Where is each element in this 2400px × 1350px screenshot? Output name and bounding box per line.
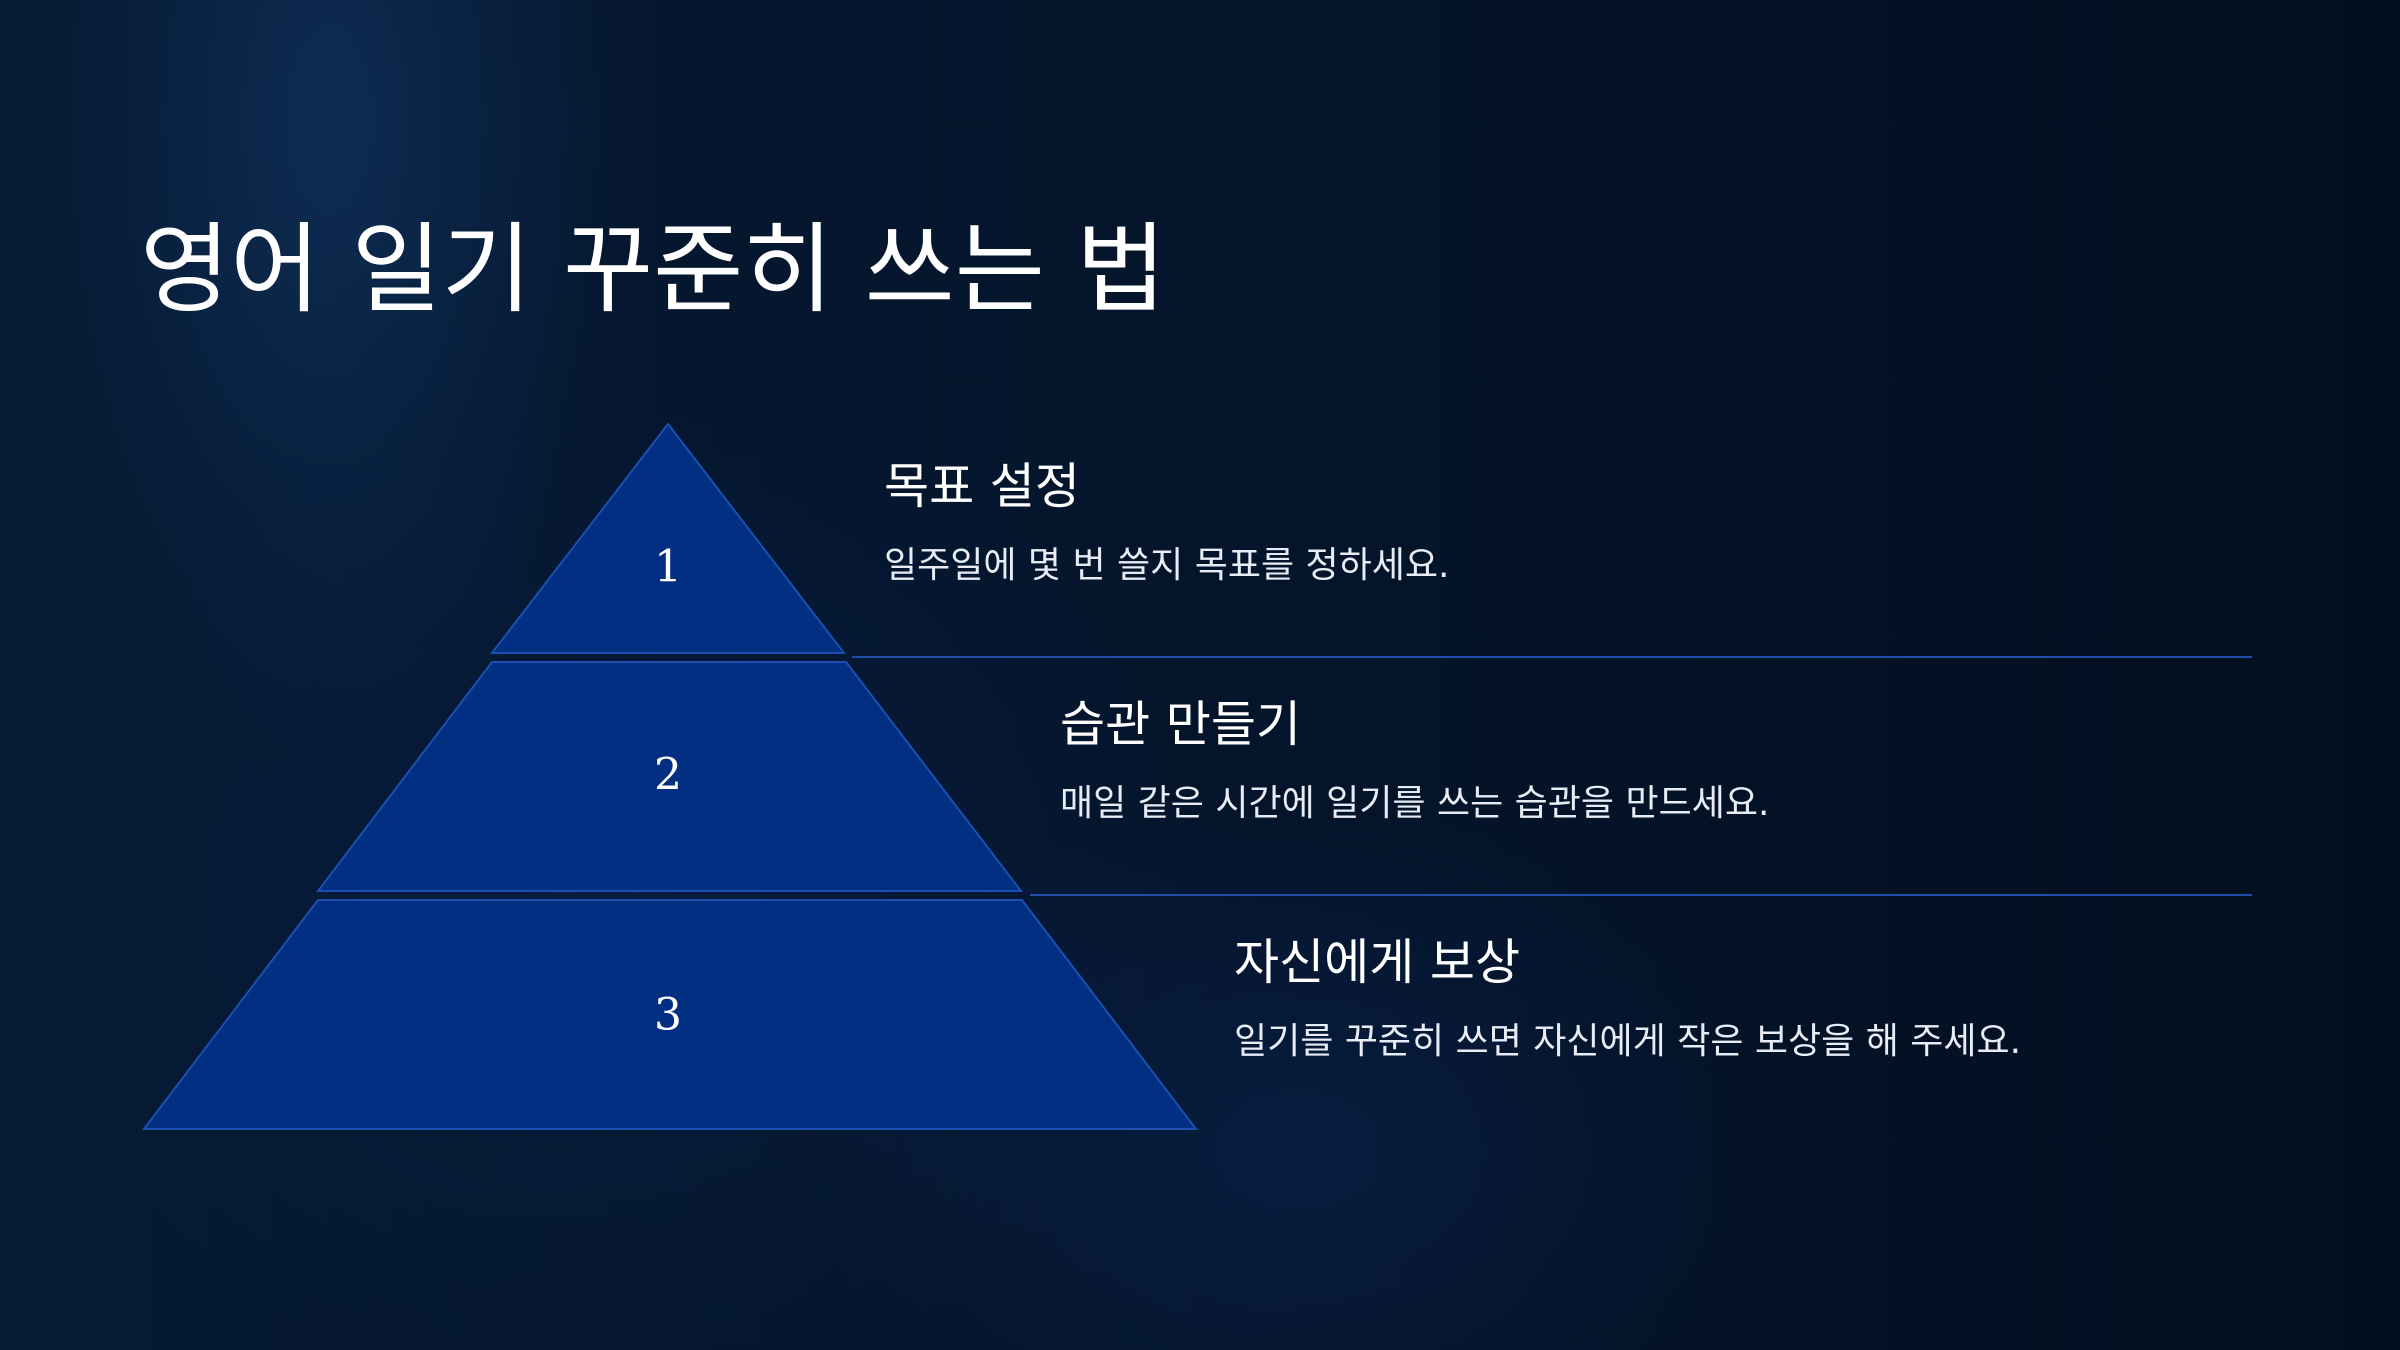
step-description: 일기를 꾸준히 쓰면 자신에게 작은 보상을 해 주세요.	[1234, 1020, 2022, 1062]
tier-number-1: 1	[654, 542, 682, 593]
step-1: 목표 설정 일주일에 몇 번 쓸지 목표를 정하세요.	[884, 455, 1449, 591]
step-heading: 자신에게 보상	[1234, 934, 1521, 991]
step-3: 자신에게 보상 일기를 꾸준히 쓰면 자신에게 작은 보상을 해 주세요.	[1234, 931, 2021, 1067]
tier-number-2: 2	[654, 750, 682, 801]
pyramid-tier-3	[141, 899, 1199, 1130]
step-2: 습관 만들기 매일 같은 시간에 일기를 쓰는 습관을 만드세요.	[1060, 693, 1769, 829]
pyramid-tier-1	[489, 422, 847, 654]
step-description: 일주일에 몇 번 쓸지 목표를 정하세요.	[884, 544, 1450, 586]
slide-title: 영어 일기 꾸준히 쓰는 법	[140, 213, 1167, 327]
step-heading: 목표 설정	[884, 458, 1080, 515]
step-description: 매일 같은 시간에 일기를 쓰는 습관을 만드세요.	[1060, 782, 1770, 824]
step-heading: 습관 만들기	[1060, 696, 1301, 753]
pyramid-tier-2	[315, 661, 1024, 892]
tier-number-3: 3	[654, 990, 682, 1041]
